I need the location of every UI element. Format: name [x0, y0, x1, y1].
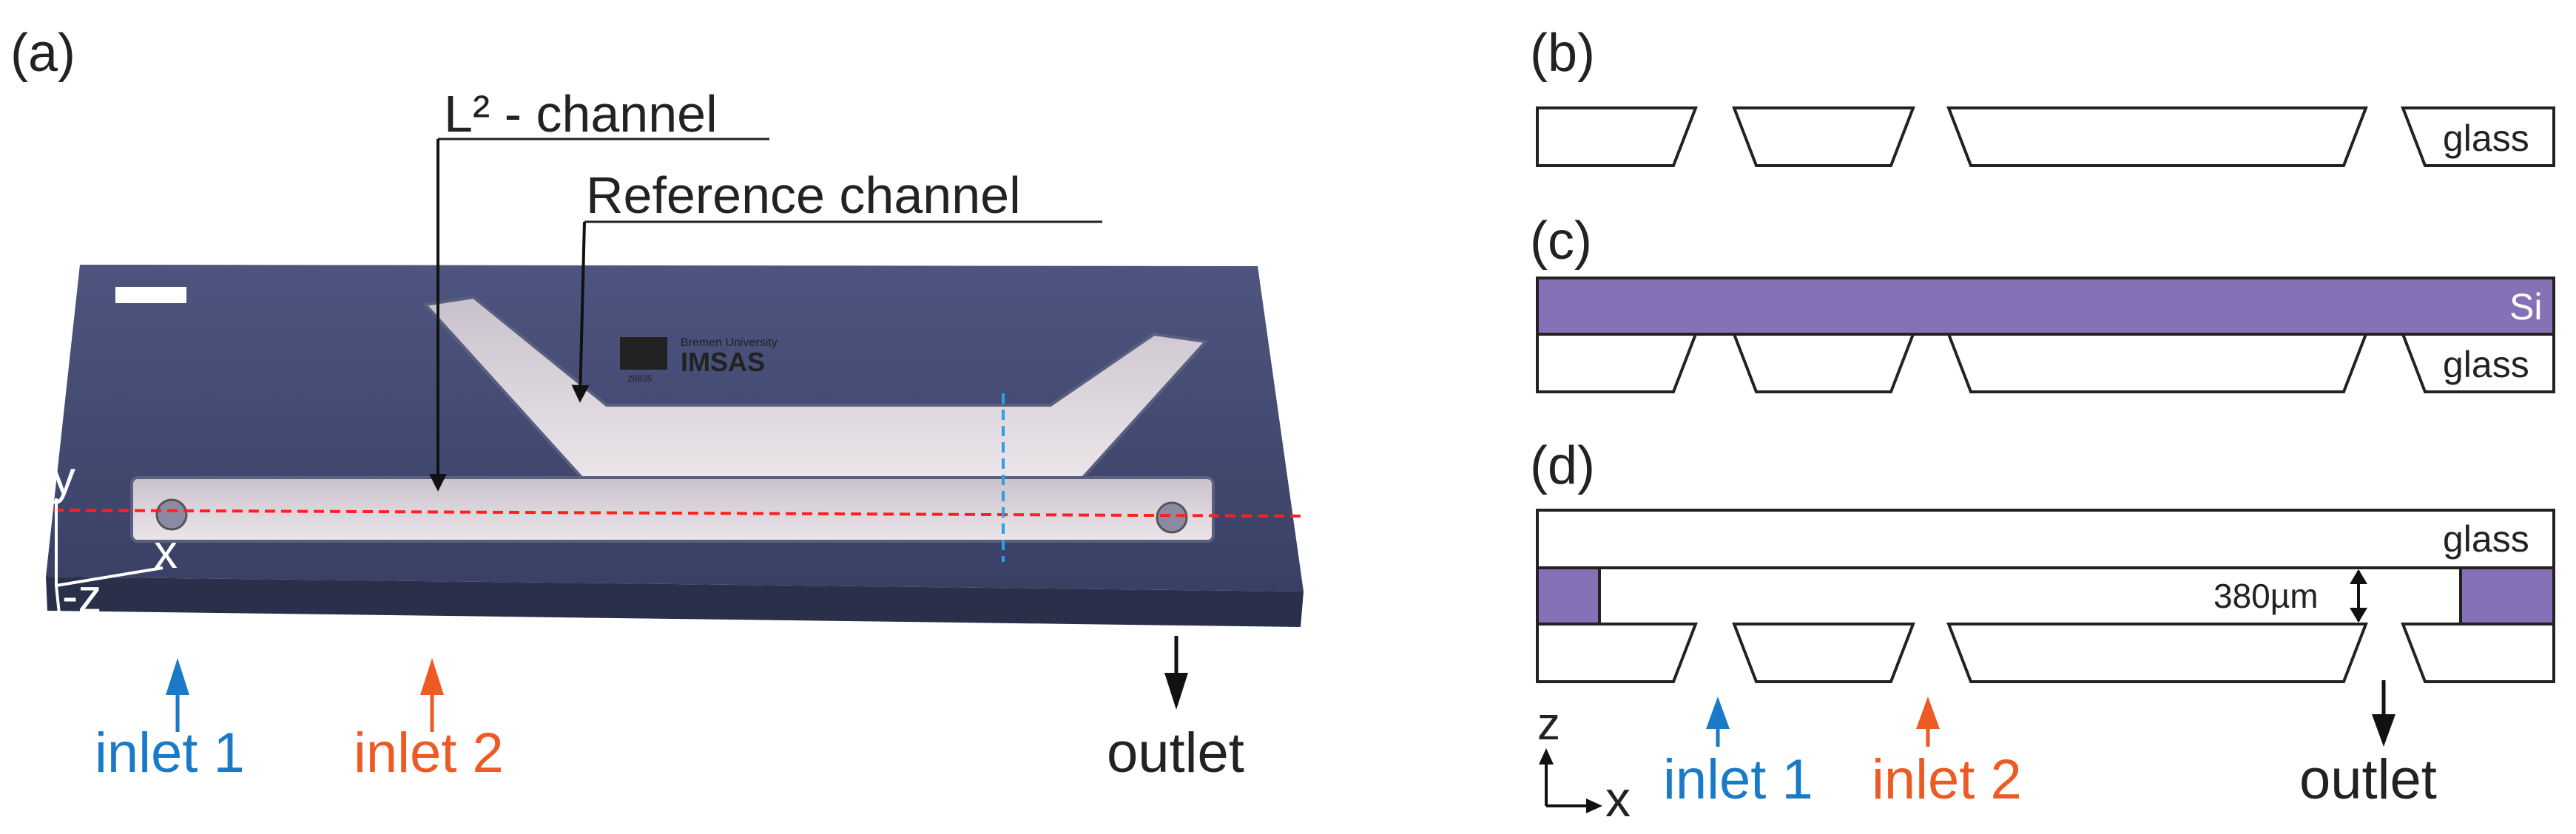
glass-segment	[1946, 333, 2368, 393]
glass-segment	[2401, 333, 2555, 393]
scale-bar	[115, 287, 186, 303]
logo-mark	[620, 337, 667, 370]
outlet-port	[1156, 501, 1188, 534]
photo-axis-minus-z: -z	[62, 569, 101, 623]
panel-label-c: (c)	[1530, 211, 1592, 271]
cs-outlet: outlet	[2299, 680, 2437, 811]
glass-label-c: glass	[2443, 344, 2529, 385]
inlet-port-1	[155, 498, 188, 531]
photo-axis-triad	[55, 498, 163, 614]
cs-axis-z: z	[1537, 699, 1560, 750]
glass-layer-b	[1536, 106, 2555, 167]
red-guide-line	[53, 509, 1303, 518]
glass-layer-d	[1536, 623, 2555, 683]
reference-leader	[571, 221, 590, 403]
l2-channel-label: L² - channel	[444, 85, 718, 143]
photo-inlet-2: inlet 2	[354, 658, 504, 784]
glass-segment	[1946, 623, 2368, 683]
silicon-layer-c	[1536, 277, 2555, 336]
cs-axis-triad: z x	[1537, 699, 1631, 827]
photo-axis-y: y	[52, 451, 75, 504]
glass-segment	[1536, 333, 1698, 393]
l2-channel	[130, 476, 1215, 543]
chip-side	[46, 577, 1304, 627]
photo-axis-x: x	[154, 525, 178, 578]
glass-segment	[1946, 106, 2368, 167]
cs-inlet-1: inlet 1	[1663, 696, 1813, 811]
gap-label: 380µm	[2213, 577, 2319, 615]
photo-inlet-1: inlet 1	[95, 658, 245, 784]
glass-segment	[2401, 106, 2555, 167]
si-spacer-right	[2459, 566, 2555, 626]
si-label-c: Si	[2509, 286, 2542, 328]
panel-label-a: (a)	[10, 24, 75, 83]
chip-photo: Bremen University IMSAS 28835 y x -z	[46, 265, 1304, 627]
l2-channel-callout: L² - channel	[429, 85, 769, 492]
logo-sub: 28835	[627, 373, 653, 384]
cs-axis-x: x	[1605, 771, 1631, 827]
glass-segment	[1536, 106, 1698, 167]
photo-outlet: outlet	[1107, 636, 1244, 784]
reference-channel-callout: Reference channel	[571, 166, 1102, 403]
glass-label-b: glass	[2443, 118, 2529, 159]
glass-layer-c	[1536, 333, 2555, 393]
cs-outlet-label: outlet	[2299, 748, 2437, 811]
cs-inlet-2: inlet 2	[1872, 696, 2022, 811]
glass-segment	[1732, 106, 1915, 167]
top-glass-d	[1536, 509, 2555, 569]
panel-label-b: (b)	[1530, 24, 1595, 83]
photo-inlet1-label: inlet 1	[95, 722, 245, 784]
glass-label-d: glass	[2443, 518, 2529, 560]
photo-outlet-label: outlet	[1107, 722, 1244, 784]
glass-segment	[2401, 623, 2555, 683]
cs-inlet1-label: inlet 1	[1663, 748, 1813, 811]
reference-channel-label: Reference channel	[586, 166, 1021, 224]
logo-top: Bremen University	[681, 336, 778, 349]
imsas-logo: Bremen University IMSAS 28835	[620, 336, 778, 384]
panel-label-d: (d)	[1530, 436, 1595, 495]
cs-inlet2-label: inlet 2	[1872, 748, 2022, 811]
photo-inlet2-label: inlet 2	[354, 722, 504, 784]
glass-segment	[1732, 333, 1915, 393]
logo-main: IMSAS	[681, 347, 765, 377]
glass-segment	[1536, 623, 1698, 683]
si-spacer-left	[1536, 566, 1601, 626]
gap-dimension: 380µm	[2213, 569, 2367, 623]
glass-segment	[1732, 623, 1915, 683]
